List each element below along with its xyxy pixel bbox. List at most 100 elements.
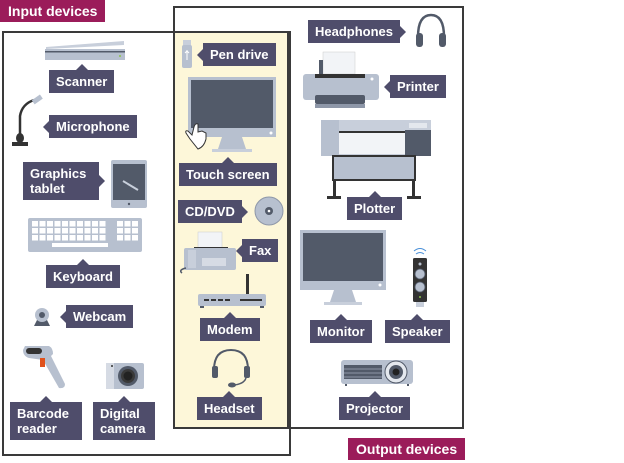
keyboard-label: Keyboard (46, 259, 120, 288)
barcode-reader-label-text: Barcode reader (17, 406, 70, 436)
cd-dvd-label: CD/DVD (178, 200, 248, 223)
keyboard-key (124, 228, 131, 234)
keyboard-key (62, 235, 68, 241)
webcam-icon (34, 308, 50, 326)
digital-camera-label: Digital camera (93, 396, 155, 440)
keyboard-key (47, 228, 53, 234)
output-devices-region (173, 6, 464, 429)
graphics-tablet-label: Graphics tablet (23, 162, 105, 200)
cd-dvd-label-text: CD/DVD (185, 204, 235, 219)
touch-screen-label: Touch screen (179, 157, 277, 186)
barcode-reader-icon (23, 346, 65, 389)
keyboard-key (69, 228, 76, 234)
input-devices-region-edge (289, 31, 291, 456)
webcam-label-text: Webcam (73, 309, 127, 324)
keyboard-key (99, 221, 106, 227)
usb-drive-icon (182, 40, 192, 68)
keyboard-key (132, 235, 138, 241)
printer-label-text: Printer (397, 79, 439, 94)
scanner-label-text: Scanner (56, 74, 108, 89)
projector-label: Projector (339, 391, 411, 420)
barcode-reader-label: Barcode reader (10, 396, 82, 440)
keyboard-key (54, 235, 61, 241)
keyboard-icon (28, 218, 142, 252)
headset-label: Headset (197, 391, 262, 420)
modem-icon (198, 274, 266, 308)
scanner-label: Scanner (49, 64, 115, 93)
keyboard-key (77, 228, 83, 234)
keyboard-key (54, 228, 61, 234)
keyboard-key (39, 221, 46, 227)
speaker-label: Speaker (385, 314, 450, 343)
printer-label: Printer (384, 75, 446, 98)
input-devices-title: Input devices (0, 0, 106, 22)
touch-screen-label-text: Touch screen (186, 167, 270, 182)
digital-camera-icon (106, 363, 144, 389)
webcam-label: Webcam (60, 305, 134, 328)
keyboard-spacebar (52, 243, 108, 247)
keyboard-key (77, 221, 83, 227)
keyboard-key (62, 228, 68, 234)
microphone-label: Microphone (43, 115, 137, 138)
fax-label: Fax (236, 239, 279, 262)
speaker-icon (413, 248, 427, 307)
projector-icon (341, 360, 413, 386)
headphones-label-text: Headphones (315, 24, 394, 39)
keyboard-key (69, 235, 76, 241)
overlap-border (175, 33, 289, 427)
microphone-label-text: Microphone (56, 119, 130, 134)
plotter-label-text: Plotter (354, 201, 396, 216)
keyboard-label-text: Keyboard (53, 269, 113, 284)
projector-label-text: Projector (346, 401, 404, 416)
disc-icon (254, 196, 284, 226)
input-devices-region (2, 31, 291, 456)
fax-icon (179, 231, 236, 274)
keyboard-key (92, 228, 98, 234)
keyboard-key (132, 221, 138, 227)
keyboard-key (132, 228, 138, 234)
plotter-icon (321, 120, 431, 199)
keyboard-key (124, 235, 131, 241)
pen-drive-label-text: Pen drive (210, 47, 269, 62)
digital-camera-label-text: Digital camera (100, 406, 146, 436)
keyboard-key (54, 221, 61, 227)
keyboard-key (84, 235, 91, 241)
keyboard-key (47, 221, 53, 227)
keyboard-key (92, 235, 98, 241)
keyboard-key (32, 228, 38, 234)
headphones-icon (416, 13, 446, 47)
keyboard-key (47, 235, 53, 241)
keyboard-key (99, 228, 106, 234)
keyboard-key (69, 221, 76, 227)
headset-icon (212, 348, 250, 388)
scanner-icon (45, 41, 125, 60)
graphics-tablet-icon (111, 160, 147, 208)
keyboard-key (32, 235, 38, 241)
keyboard-key (92, 221, 98, 227)
plotter-label: Plotter (347, 191, 403, 220)
touch-screen-icon (185, 77, 276, 152)
modem-label-text: Modem (207, 322, 253, 337)
speaker-label-text: Speaker (392, 324, 443, 339)
keyboard-key (84, 221, 91, 227)
keyboard-key (32, 221, 38, 227)
keyboard-key (39, 228, 46, 234)
headphones-label: Headphones (308, 20, 407, 43)
fax-label-text: Fax (249, 243, 272, 258)
keyboard-key (62, 221, 68, 227)
keyboard-key (99, 235, 106, 241)
monitor-label-text: Monitor (317, 324, 365, 339)
keyboard-key (124, 221, 131, 227)
microphone-icon (12, 94, 43, 146)
keyboard-key (117, 221, 123, 227)
pen-drive-label: Pen drive (197, 43, 276, 66)
modem-label: Modem (200, 312, 260, 341)
keyboard-key (77, 235, 83, 241)
graphics-tablet-label-text: Graphics tablet (30, 166, 87, 196)
output-devices-title: Output devices (348, 438, 466, 460)
monitor-icon (300, 230, 386, 305)
keyboard-key (39, 235, 46, 241)
monitor-label: Monitor (310, 314, 372, 343)
keyboard-key (117, 235, 123, 241)
printer-icon (303, 51, 379, 108)
